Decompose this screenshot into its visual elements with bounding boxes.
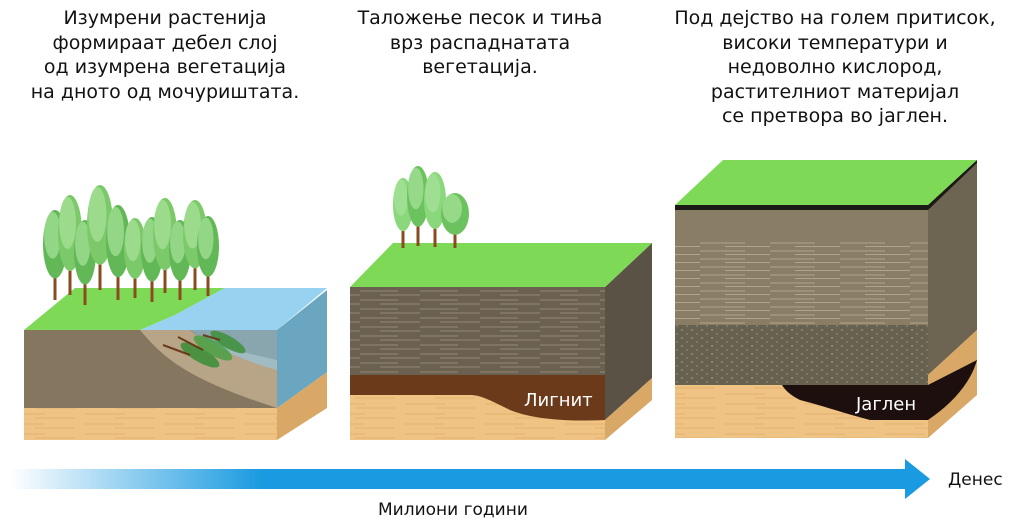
lignite-grass-top xyxy=(350,243,652,287)
coal-label: Јаглен xyxy=(855,394,916,415)
coal-sandstone-layer xyxy=(675,325,928,385)
tree-icon xyxy=(124,218,146,298)
forest-icon xyxy=(43,185,219,305)
stage-3-caption: Под дејство на голем притисок, високи те… xyxy=(674,7,996,127)
timeline-end-label: Денес xyxy=(948,470,1003,490)
lignite-label: Лигнит xyxy=(524,390,593,411)
tree-icon xyxy=(197,216,219,296)
lignite-block: Лигнит xyxy=(350,166,652,440)
coal-layer xyxy=(782,360,977,420)
tree-icon xyxy=(106,205,130,300)
fallen-trees-icon xyxy=(162,330,246,368)
coal-strata-layer xyxy=(675,240,928,325)
lignite-strata-side xyxy=(605,243,652,420)
stage-1-caption: Изумрени растенија формираат дебел слој … xyxy=(30,7,300,103)
swamp-sand-side xyxy=(277,372,327,440)
swamp-block xyxy=(24,185,327,440)
coal-grass-top xyxy=(675,160,977,205)
tree-icon xyxy=(441,193,469,248)
coal-strata-side xyxy=(928,160,977,375)
coal-block: Јаглен xyxy=(675,160,977,438)
coal-topsoil-line xyxy=(675,205,928,210)
timeline-arrow xyxy=(10,459,930,499)
trees-icon xyxy=(393,166,469,248)
lignite-sand-side xyxy=(605,378,652,440)
swamp-grass-top xyxy=(24,288,225,330)
coal-upper-layer xyxy=(675,210,928,240)
tree-icon xyxy=(424,172,446,247)
stage-2-caption: Таложење песок и тиња врз распаднатата в… xyxy=(357,7,603,78)
timeline-axis-label: Милиони години xyxy=(378,500,528,520)
swamp-water-top xyxy=(140,288,327,330)
arrow-head-icon xyxy=(905,459,930,499)
lignite-strata-layer xyxy=(350,287,605,375)
tree-icon xyxy=(407,166,429,246)
lignite-layer xyxy=(350,375,605,421)
swamp-water-side xyxy=(277,290,327,408)
swamp-sand-layer xyxy=(24,408,277,440)
